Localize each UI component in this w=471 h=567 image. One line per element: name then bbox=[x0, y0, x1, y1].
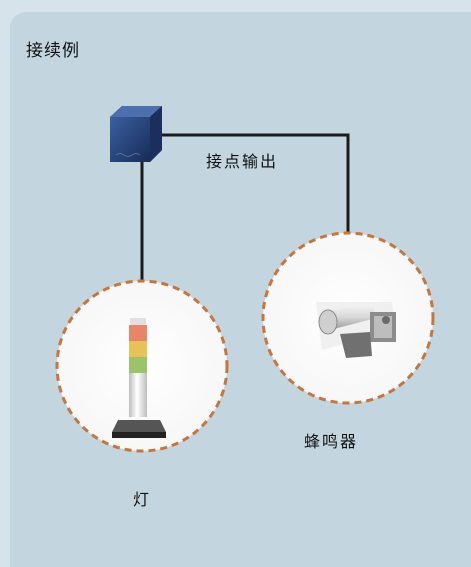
contact-output-label: 接点输出 bbox=[206, 152, 279, 171]
wire-lines bbox=[140, 133, 350, 292]
lamp-circle bbox=[55, 279, 229, 453]
buzzer-circle bbox=[261, 231, 435, 405]
wire-to-buzzer bbox=[162, 133, 350, 233]
lamp-label: 灯 bbox=[133, 490, 152, 509]
diagram-title: 接续例 bbox=[26, 41, 80, 61]
controller-unit-icon bbox=[110, 106, 162, 162]
signal-tower-lamp-icon bbox=[112, 318, 166, 438]
buzzer-icon bbox=[316, 302, 396, 358]
buzzer-label: 蜂鸣器 bbox=[304, 432, 359, 451]
